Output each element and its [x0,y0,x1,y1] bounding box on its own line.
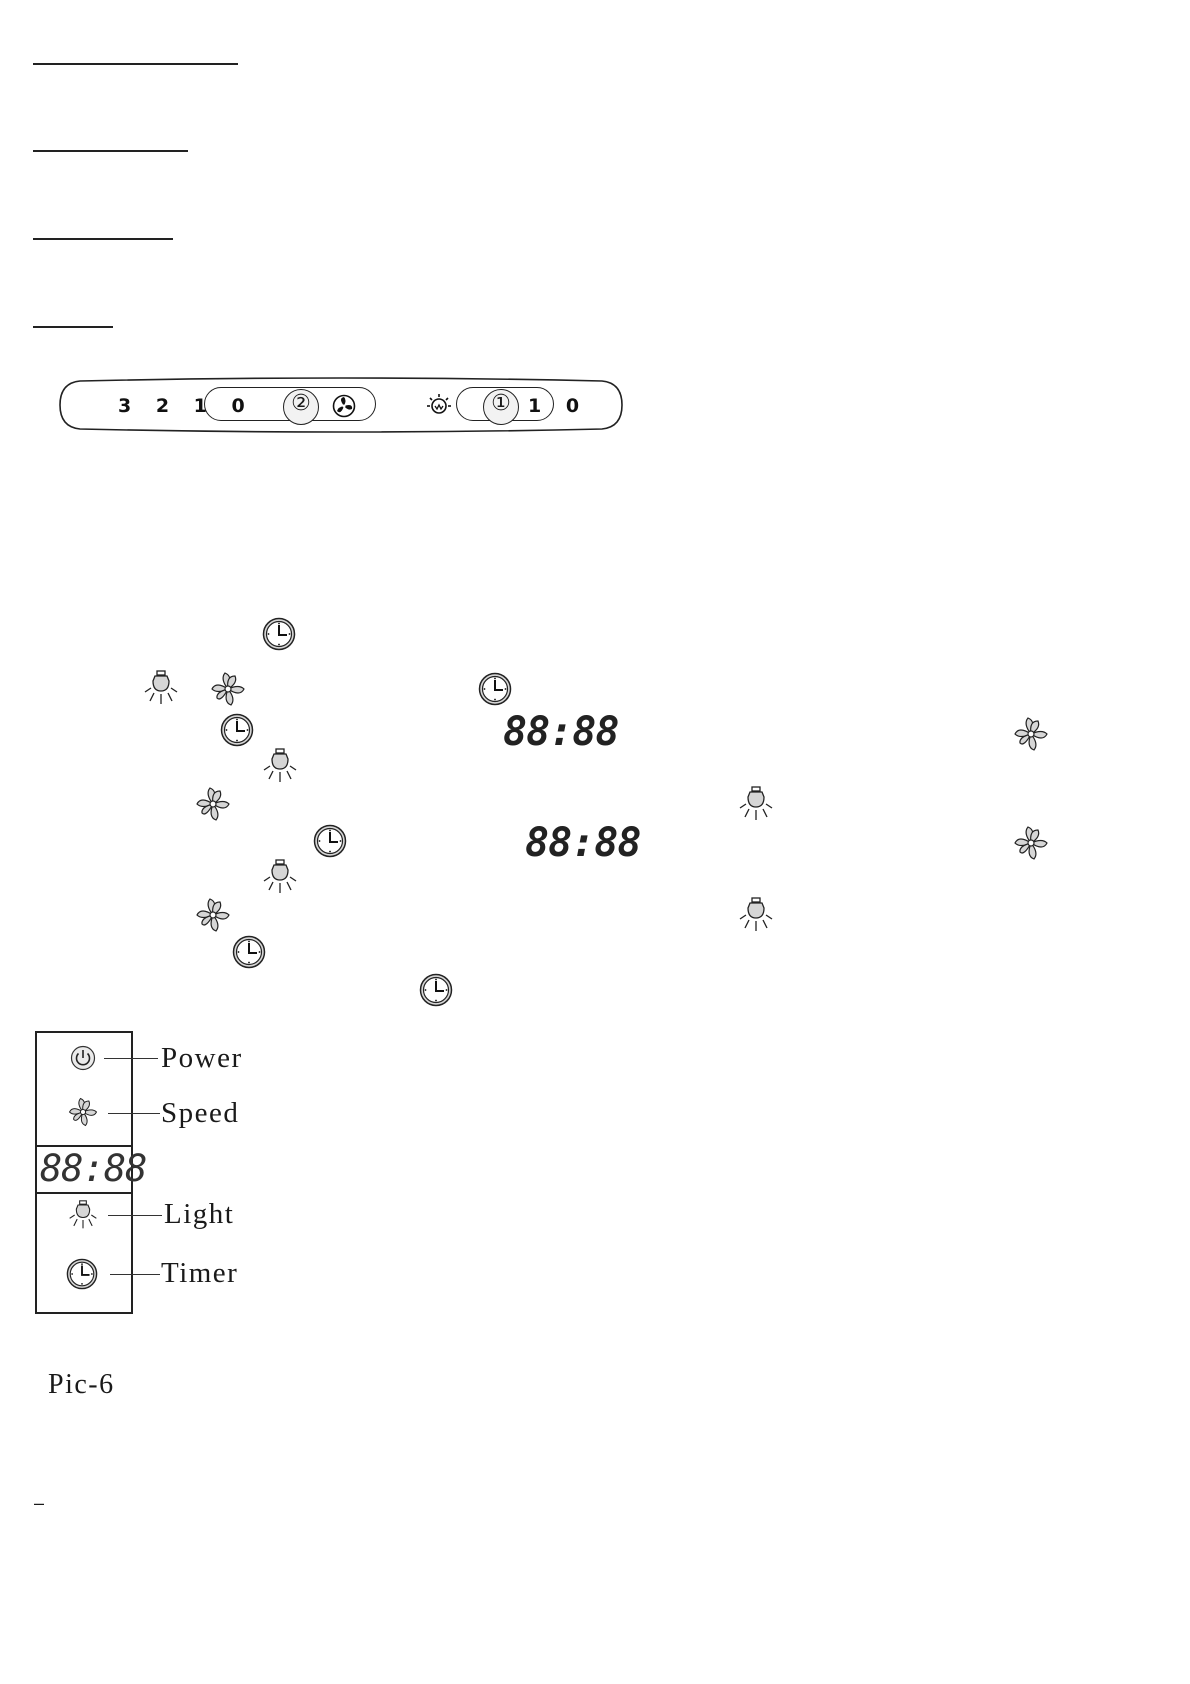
speed-label: Speed [161,1097,240,1129]
clock-icon [262,617,296,651]
timer-label: Timer [161,1257,239,1289]
fan-speed-scale: 3 2 1 0 [118,395,254,417]
light-bulb-icon[interactable] [68,1199,98,1231]
fan-icon [211,672,245,706]
fan-icon [196,787,230,821]
clock-icon [232,935,266,969]
time-display: 88:88 [503,709,619,755]
light-position-scale: 1 0 [528,395,589,417]
clock-icon [313,824,347,858]
clock-icon[interactable] [66,1258,98,1290]
timer-leader-line [110,1274,160,1275]
footer-mark: – [34,1493,45,1513]
panel-display-frame [35,1145,133,1194]
fan-icon [332,394,356,418]
clock-icon [478,672,512,706]
power-leader-line [104,1058,158,1059]
power-label: Power [161,1042,243,1074]
light-bulb-icon [739,786,773,820]
fan-knob[interactable]: ② [283,389,319,425]
heading-underline-2 [33,150,188,152]
fan-icon [1014,717,1048,751]
fan-icon [1014,826,1048,860]
heading-underline-1 [33,63,238,65]
light-leader-line [108,1215,162,1216]
fan-knob-label: ② [291,391,311,416]
heading-underline-4 [33,326,113,328]
fan-icon [196,898,230,932]
figure-caption: Pic-6 [48,1369,115,1400]
light-bulb-icon [144,670,178,704]
light-bulb-icon [263,859,297,893]
heading-underline-3 [33,238,173,240]
clock-icon [220,713,254,747]
speed-leader-line [108,1113,160,1114]
light-bulb-icon [739,897,773,931]
light-bulb-icon [427,394,451,414]
fan-icon[interactable] [67,1096,99,1128]
light-label: Light [164,1198,235,1230]
time-display: 88:88 [525,820,641,866]
light-knob[interactable]: ① [483,389,519,425]
panel-time-display: 88:88 [40,1147,147,1190]
power-icon[interactable] [70,1045,96,1071]
touch-control-panel [35,1031,133,1314]
clock-icon [419,973,453,1007]
light-knob-label: ① [491,391,511,416]
light-bulb-icon [263,748,297,782]
